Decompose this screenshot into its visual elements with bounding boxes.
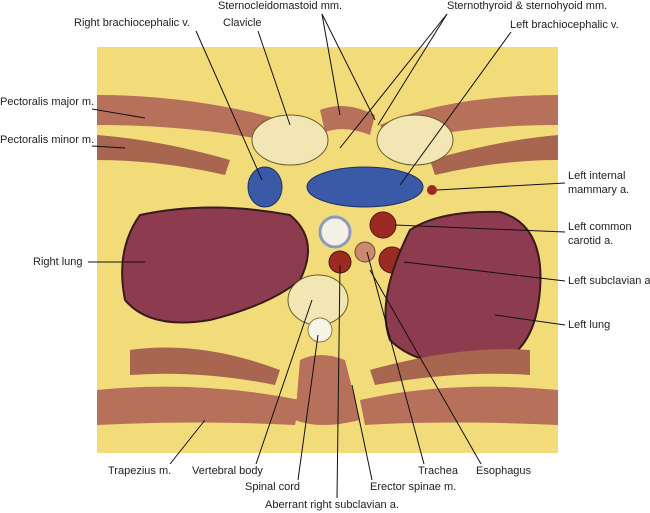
label-aberrant-right-subclavian: Aberrant right subclavian a. — [265, 499, 399, 511]
back-muscle-left — [370, 349, 530, 385]
leader-lines — [88, 13, 566, 499]
right-lung — [121, 206, 309, 324]
label-pectoralis-major: Pectoralis major m. — [0, 96, 95, 108]
label-left-lung: Left lung — [568, 319, 611, 331]
label-trapezius: Trapezius m. — [108, 465, 172, 477]
left-brachiocephalic-vein — [306, 166, 424, 208]
label-left-subclavian: Left subclavian a. — [568, 275, 650, 287]
label-spinal-cord: Spinal cord — [245, 481, 301, 493]
esophagus-shape — [354, 241, 376, 263]
label-pectoralis-minor: Pectoralis minor m. — [0, 134, 95, 146]
spinal-cord-shape — [307, 317, 333, 343]
pectoralis-minor-muscle-left — [430, 135, 558, 175]
label-left-internal-mammary-2: mammary a. — [568, 184, 630, 196]
left-common-carotid-artery — [369, 211, 397, 239]
label-vertebral-body: Vertebral body — [192, 465, 263, 477]
label-right-brachiocephalic-vein: Right brachiocephalic v. — [74, 17, 190, 29]
pectoralis-major-left-side — [97, 95, 300, 145]
label-clavicle: Clavicle — [223, 17, 262, 29]
label-erector-spinae: Erector spinae m. — [370, 481, 457, 493]
trapezius-muscle — [97, 386, 300, 425]
pectoralis-minor-muscle — [97, 135, 230, 175]
label-right-lung: Right lung — [33, 256, 83, 268]
left-internal-mammary-artery — [427, 185, 437, 195]
label-sternothyroid-sternohyoid: Sternothyroid & sternohyoid mm. — [447, 0, 608, 12]
label-left-internal-mammary-1: Left internal — [568, 170, 626, 182]
label-left-common-carotid-1: Left common — [568, 221, 632, 233]
left-clavicle — [376, 114, 454, 166]
label-left-brachiocephalic-vein: Left brachiocephalic v. — [510, 19, 619, 31]
label-left-common-carotid-2: carotid a. — [568, 235, 614, 247]
erector-spinae-muscle — [295, 355, 360, 425]
sternocleidomastoid-muscle — [320, 106, 375, 135]
back-muscle-right — [130, 347, 280, 385]
right-brachiocephalic-vein — [247, 166, 283, 208]
trapezius-muscle-left — [360, 386, 558, 425]
trachea-shape — [318, 215, 352, 249]
label-sternocleidomastoid: Sternocleidomastoid mm. — [218, 0, 343, 12]
label-trachea: Trachea — [418, 465, 458, 477]
left-lung — [384, 210, 542, 367]
label-esophagus: Esophagus — [476, 465, 532, 477]
right-clavicle — [251, 114, 329, 166]
